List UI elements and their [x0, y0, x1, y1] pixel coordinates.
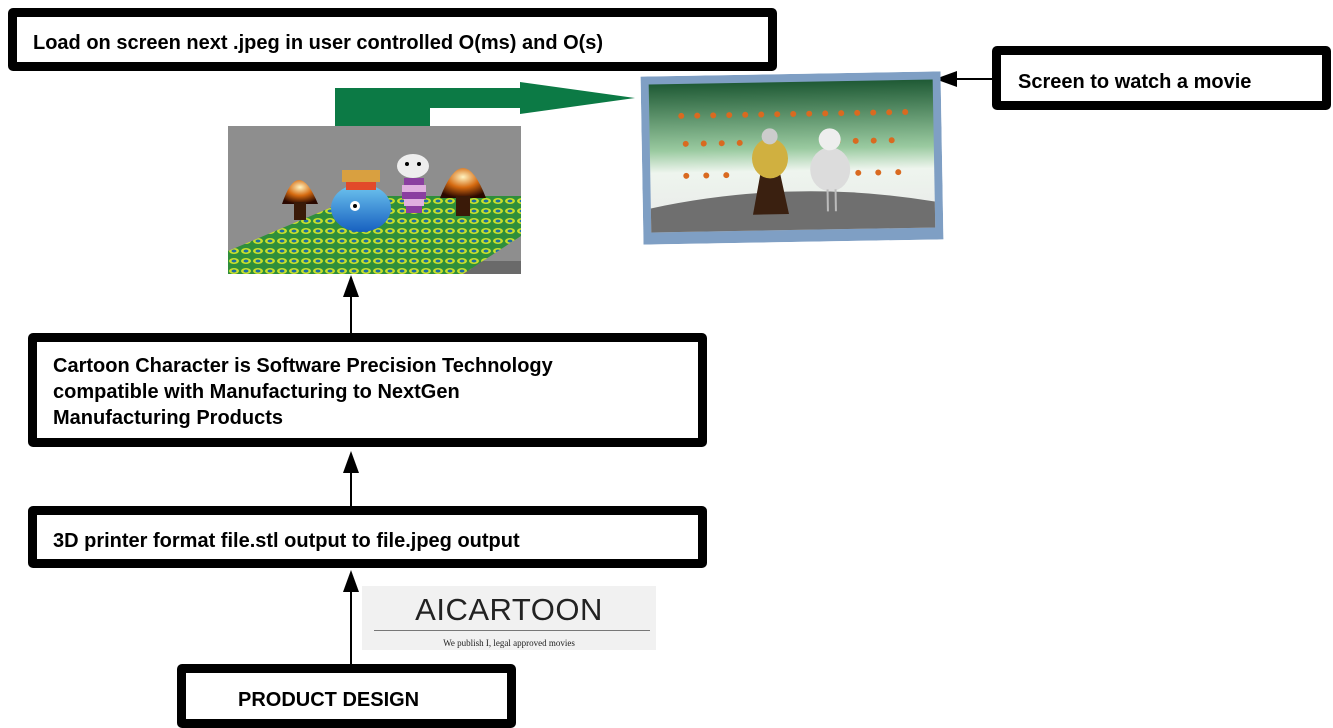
arrow-to-cartoon-line	[350, 472, 352, 508]
arrow-to-printer-head	[343, 570, 359, 592]
cartoon-line-2: compatible with Manufacturing to NextGen	[53, 381, 460, 403]
cartoon-render-image	[228, 126, 521, 274]
screen-movie-box: Screen to watch a movie	[992, 46, 1331, 110]
arrow-to-render-line	[350, 296, 352, 334]
green-arrow	[335, 82, 635, 126]
load-screen-text: Load on screen next .jpeg in user contro…	[33, 32, 604, 54]
screen-movie-text: Screen to watch a movie	[1018, 71, 1252, 93]
product-design-text: PRODUCT DESIGN	[238, 689, 420, 711]
screen-pointer-line	[956, 78, 992, 80]
aicartoon-logo: AICARTOON We publish I, legal approved m…	[362, 586, 656, 650]
arrow-to-printer-line	[350, 590, 352, 668]
arrow-to-cartoon-head	[343, 451, 359, 473]
movie-screen-image	[640, 71, 944, 245]
printer-format-box: 3D printer format file.stl output to fil…	[28, 506, 707, 568]
product-design-box: PRODUCT DESIGN	[177, 664, 516, 728]
logo-rule	[374, 630, 650, 631]
load-screen-box: Load on screen next .jpeg in user contro…	[8, 8, 777, 71]
cartoon-line-1: Cartoon Character is Software Precision …	[53, 355, 553, 377]
logo-subtitle: We publish I, legal approved movies	[443, 638, 575, 648]
cartoon-character-box: Cartoon Character is Software Precision …	[28, 333, 707, 447]
arrow-to-render-head	[343, 275, 359, 297]
printer-format-text: 3D printer format file.stl output to fil…	[53, 530, 520, 552]
logo-title: AICARTOON	[415, 592, 603, 627]
cartoon-line-3: Manufacturing Products	[53, 407, 284, 429]
